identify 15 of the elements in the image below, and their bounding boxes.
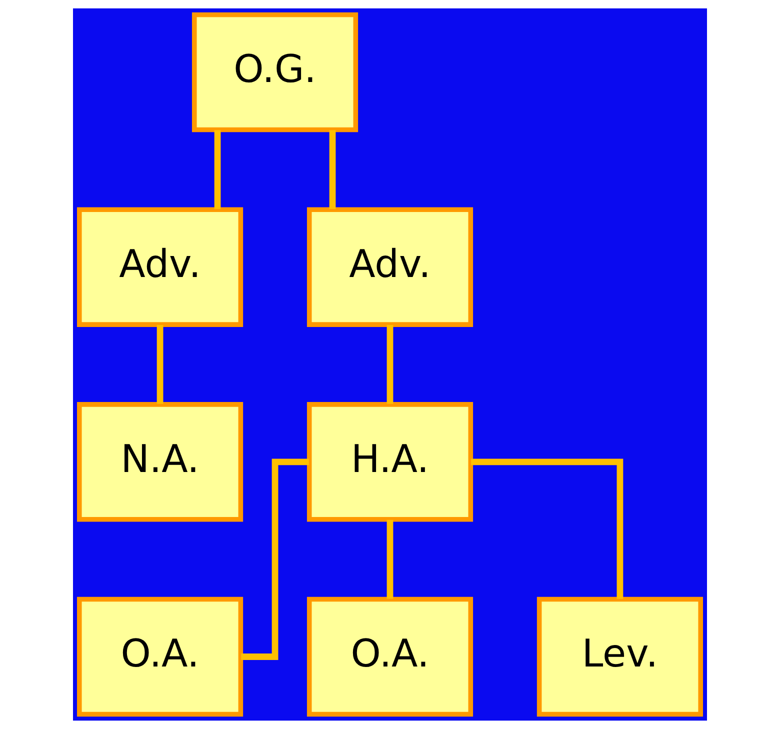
node-box: N.A. — [77, 402, 244, 522]
node-box: O.A. — [77, 596, 244, 717]
node-box: O.A. — [306, 596, 474, 717]
connector — [386, 520, 394, 599]
connector — [156, 325, 164, 404]
node-box: Adv. — [306, 207, 474, 327]
node-box: O.G. — [192, 12, 358, 132]
connector — [471, 458, 624, 599]
node-box: H.A. — [306, 402, 474, 522]
node-box: Adv. — [77, 207, 244, 327]
connector — [329, 130, 336, 210]
connector — [214, 130, 221, 210]
node-box: Lev. — [536, 596, 703, 717]
connector — [241, 458, 309, 660]
connector — [386, 325, 394, 404]
